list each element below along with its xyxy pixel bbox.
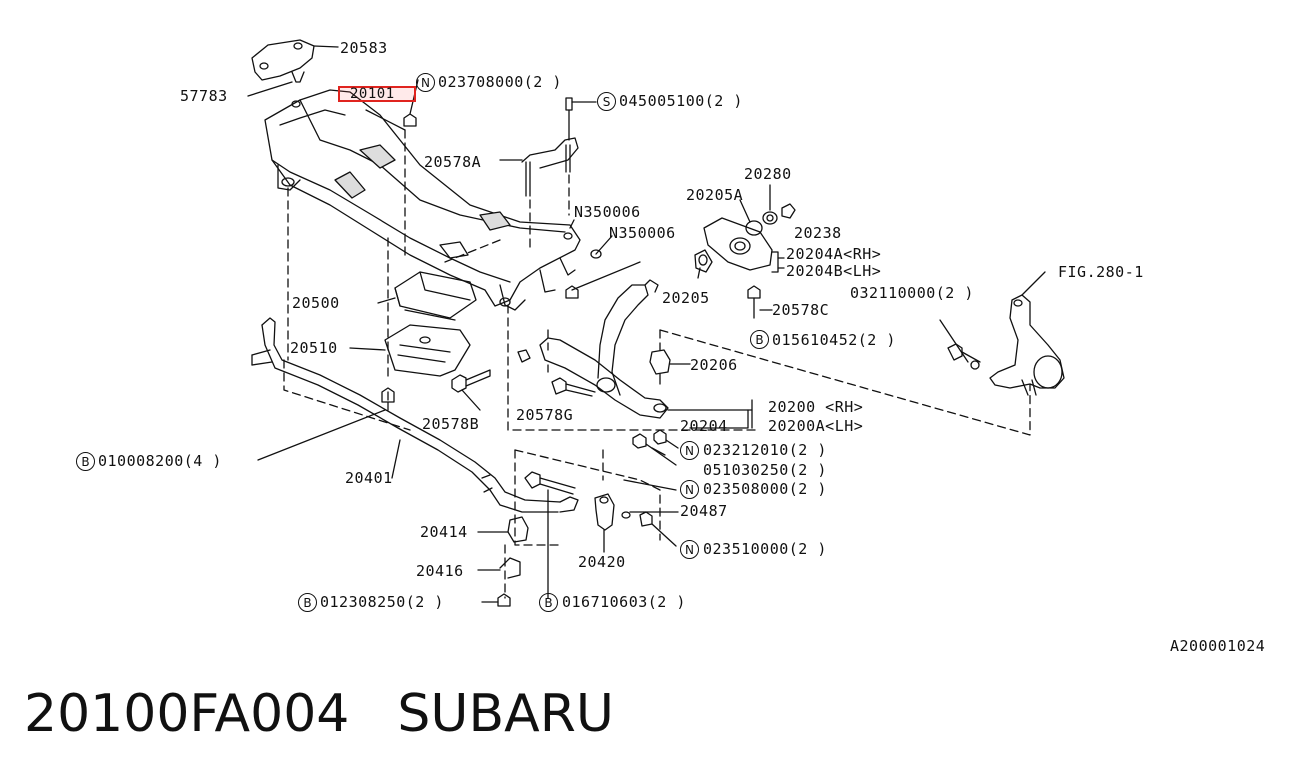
label-20401[interactable]: 20401 [345, 469, 393, 487]
label-015610452[interactable]: 015610452(2 ) [772, 331, 896, 349]
knuckle-drawing [989, 271, 1065, 396]
label-20206[interactable]: 20206 [690, 356, 738, 374]
label-20578A[interactable]: 20578A [424, 153, 482, 171]
b-badge: B [750, 330, 769, 349]
label-20205[interactable]: 20205 [662, 289, 710, 307]
brand-name: SUBARU [397, 684, 614, 744]
label-N350006-b[interactable]: N350006 [609, 224, 676, 242]
label-051030250[interactable]: 051030250(2 ) [703, 461, 827, 479]
stabilizer-bar-drawing [251, 317, 579, 513]
s-badge: S [597, 92, 616, 111]
label-57783[interactable]: 57783 [180, 87, 228, 105]
label-023510000[interactable]: 023510000(2 ) [703, 540, 827, 558]
label-045005100[interactable]: 045005100(2 ) [619, 92, 743, 110]
label-023212010[interactable]: 023212010(2 ) [703, 441, 827, 459]
label-032110000[interactable]: 032110000(2 ) [850, 284, 974, 302]
n-badge: N [680, 480, 699, 499]
label-20205A[interactable]: 20205A [686, 186, 744, 204]
label-20500[interactable]: 20500 [292, 294, 340, 312]
label-20200A[interactable]: 20200A<LH> [768, 417, 864, 435]
label-20487[interactable]: 20487 [680, 502, 728, 520]
label-20583[interactable]: 20583 [340, 39, 388, 57]
label-20280[interactable]: 20280 [744, 165, 792, 183]
label-N350006-a[interactable]: N350006 [574, 203, 641, 221]
label-023708000[interactable]: 023708000(2 ) [438, 73, 562, 91]
n-badge: N [680, 540, 699, 559]
label-20510[interactable]: 20510 [290, 339, 338, 357]
label-fig-280-1[interactable]: FIG.280-1 [1058, 263, 1144, 281]
part-number: 20100FA004 [24, 684, 350, 744]
label-20578B[interactable]: 20578B [422, 415, 480, 433]
n-badge: N [680, 441, 699, 460]
part-highlight [338, 86, 416, 102]
label-016710603[interactable]: 016710603(2 ) [562, 593, 686, 611]
b-badge: B [298, 593, 317, 612]
label-20578C[interactable]: 20578C [772, 301, 830, 319]
label-20420[interactable]: 20420 [578, 553, 626, 571]
label-012308250[interactable]: 012308250(2 ) [320, 593, 444, 611]
part-title: 20100FA004 SUBARU [24, 684, 614, 744]
label-20204A[interactable]: 20204A<RH> [786, 245, 882, 263]
b-badge: B [539, 593, 558, 612]
label-023508000[interactable]: 023508000(2 ) [703, 480, 827, 498]
label-20578G[interactable]: 20578G [516, 406, 574, 424]
label-20204[interactable]: 20204 [680, 417, 728, 435]
label-20238[interactable]: 20238 [794, 224, 842, 242]
b-badge: B [76, 452, 95, 471]
diagram-reference-code: A200001024 [1170, 637, 1266, 655]
bracket-20583-drawing [251, 39, 339, 83]
label-010008200[interactable]: 010008200(4 ) [98, 452, 222, 470]
label-20101[interactable]: 20101 [350, 86, 395, 102]
label-20200[interactable]: 20200 <RH> [768, 398, 864, 416]
label-20416[interactable]: 20416 [416, 562, 464, 580]
crossmember-drawing [264, 89, 581, 311]
label-20204B[interactable]: 20204B<LH> [786, 262, 882, 280]
n-badge: N [416, 73, 435, 92]
lower-arm-drawing [517, 279, 669, 419]
label-20414[interactable]: 20414 [420, 523, 468, 541]
